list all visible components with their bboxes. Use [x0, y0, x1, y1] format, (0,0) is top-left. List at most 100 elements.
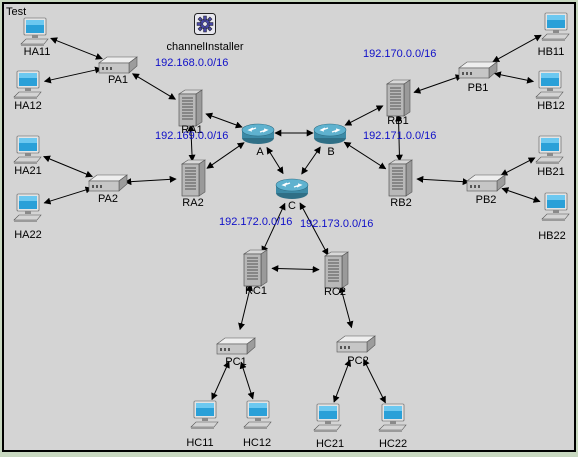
host-ha11[interactable] — [19, 17, 51, 47]
link-ra1-ra2 — [187, 124, 196, 162]
link-pa2-ra2 — [124, 175, 177, 186]
computer-icon — [12, 193, 44, 228]
router-icon — [275, 176, 309, 205]
link-ha21-pa2 — [43, 155, 93, 178]
link-ha22-pa2 — [43, 186, 93, 205]
router-label-c: C — [288, 200, 296, 212]
host-label-hb22: HB22 — [538, 230, 566, 242]
switch-icon — [466, 173, 506, 198]
server-icon — [385, 159, 415, 202]
switch-label-pb1: PB1 — [467, 82, 489, 94]
link-hb22-pb2 — [501, 187, 541, 203]
link-pc1-hc12 — [239, 361, 255, 400]
server-rc1[interactable] — [240, 249, 270, 287]
computer-icon — [12, 70, 44, 105]
link-pc1-hc11 — [211, 360, 230, 401]
host-hb21[interactable] — [534, 135, 566, 165]
link-pc2-hc21 — [332, 359, 352, 403]
server-rc2[interactable] — [321, 251, 351, 289]
host-hb11[interactable] — [540, 12, 572, 42]
link-rc2-pc2 — [338, 285, 354, 329]
server-label-rc2: RC2 — [323, 286, 347, 298]
host-label-hb21: HB21 — [537, 166, 565, 178]
computer-icon — [189, 400, 221, 435]
link-rb1-b — [344, 105, 384, 126]
server-icon — [178, 159, 208, 202]
switch-pc1[interactable] — [216, 336, 256, 356]
host-label-hc12: HC12 — [242, 437, 272, 449]
switch-pb1[interactable] — [458, 60, 498, 80]
router-icon — [313, 121, 347, 150]
router-b[interactable] — [313, 121, 347, 145]
computer-icon — [12, 135, 44, 170]
server-rb2[interactable] — [385, 159, 415, 197]
link-c-rc1 — [261, 202, 286, 254]
link-pc2-hc22 — [363, 358, 386, 404]
switch-label-pb2: PB2 — [475, 194, 497, 206]
channel-installer[interactable] — [194, 13, 216, 35]
host-hb22[interactable] — [540, 192, 572, 222]
subnet-label-netb2: 192.171.0.0/16 — [363, 130, 437, 142]
link-ra1-a — [205, 112, 243, 129]
link-ra2-a — [206, 142, 245, 169]
link-pb2-rb2 — [416, 175, 470, 186]
server-label-rb2: RB2 — [390, 197, 412, 209]
server-ra1[interactable] — [175, 89, 205, 127]
link-ha12-pa1 — [43, 66, 103, 84]
server-label-ra1: RA1 — [181, 124, 203, 136]
server-label-rb1: RB1 — [387, 115, 409, 127]
link-b-c — [301, 146, 321, 175]
computer-icon — [534, 135, 566, 170]
server-icon — [175, 89, 205, 132]
subnet-label-netc2: 192.173.0.0/16 — [300, 218, 374, 230]
host-label-ha22: HA22 — [14, 229, 42, 241]
host-ha12[interactable] — [12, 70, 44, 100]
subnet-label-netc1: 192.172.0.0/16 — [219, 216, 293, 228]
switch-pa1[interactable] — [98, 55, 138, 75]
host-hc22[interactable] — [377, 403, 409, 433]
host-hc12[interactable] — [242, 400, 274, 430]
switch-label-pa1: PA1 — [108, 74, 128, 86]
server-label-rc1: RC1 — [244, 285, 268, 297]
host-hc11[interactable] — [189, 400, 221, 430]
link-pb1-rb1 — [413, 74, 463, 94]
router-label-b: B — [327, 146, 335, 158]
host-label-ha21: HA21 — [14, 165, 42, 177]
switch-pc2[interactable] — [336, 334, 376, 354]
switch-label-pc2: PC2 — [347, 355, 369, 367]
server-rb1[interactable] — [383, 79, 413, 117]
switch-pb2[interactable] — [466, 173, 506, 193]
router-c[interactable] — [275, 176, 309, 200]
router-a[interactable] — [241, 121, 275, 145]
subnet-label-neta1: 192.168.0.0/16 — [155, 57, 229, 69]
host-ha21[interactable] — [12, 135, 44, 165]
link-rb1-rb2 — [395, 114, 403, 162]
link-c-rc2 — [299, 202, 329, 256]
link-ha11-pa1 — [50, 37, 103, 60]
switch-label-pc1: PC1 — [225, 356, 247, 368]
server-label-ra2: RA2 — [182, 197, 204, 209]
switch-label-pa2: PA2 — [98, 193, 118, 205]
host-label-hb12: HB12 — [537, 100, 565, 112]
switch-pa2[interactable] — [88, 173, 128, 193]
host-label-hc21: HC21 — [315, 438, 345, 450]
router-label-a: A — [256, 146, 264, 158]
router-icon — [241, 121, 275, 150]
host-label-hc22: HC22 — [378, 438, 408, 450]
host-hc21[interactable] — [312, 403, 344, 433]
host-label-ha11: HA11 — [23, 46, 51, 58]
computer-icon — [534, 70, 566, 105]
host-hb12[interactable] — [534, 70, 566, 100]
server-icon — [383, 79, 413, 122]
host-label-hb11: HB11 — [537, 46, 565, 58]
host-label-hc11: HC11 — [186, 437, 214, 449]
server-ra2[interactable] — [178, 159, 208, 197]
gear-icon — [194, 13, 216, 40]
host-ha22[interactable] — [12, 193, 44, 223]
switch-icon — [216, 336, 256, 361]
computer-icon — [377, 403, 409, 438]
link-hb12-pb1 — [493, 71, 535, 84]
switch-icon — [98, 55, 138, 80]
